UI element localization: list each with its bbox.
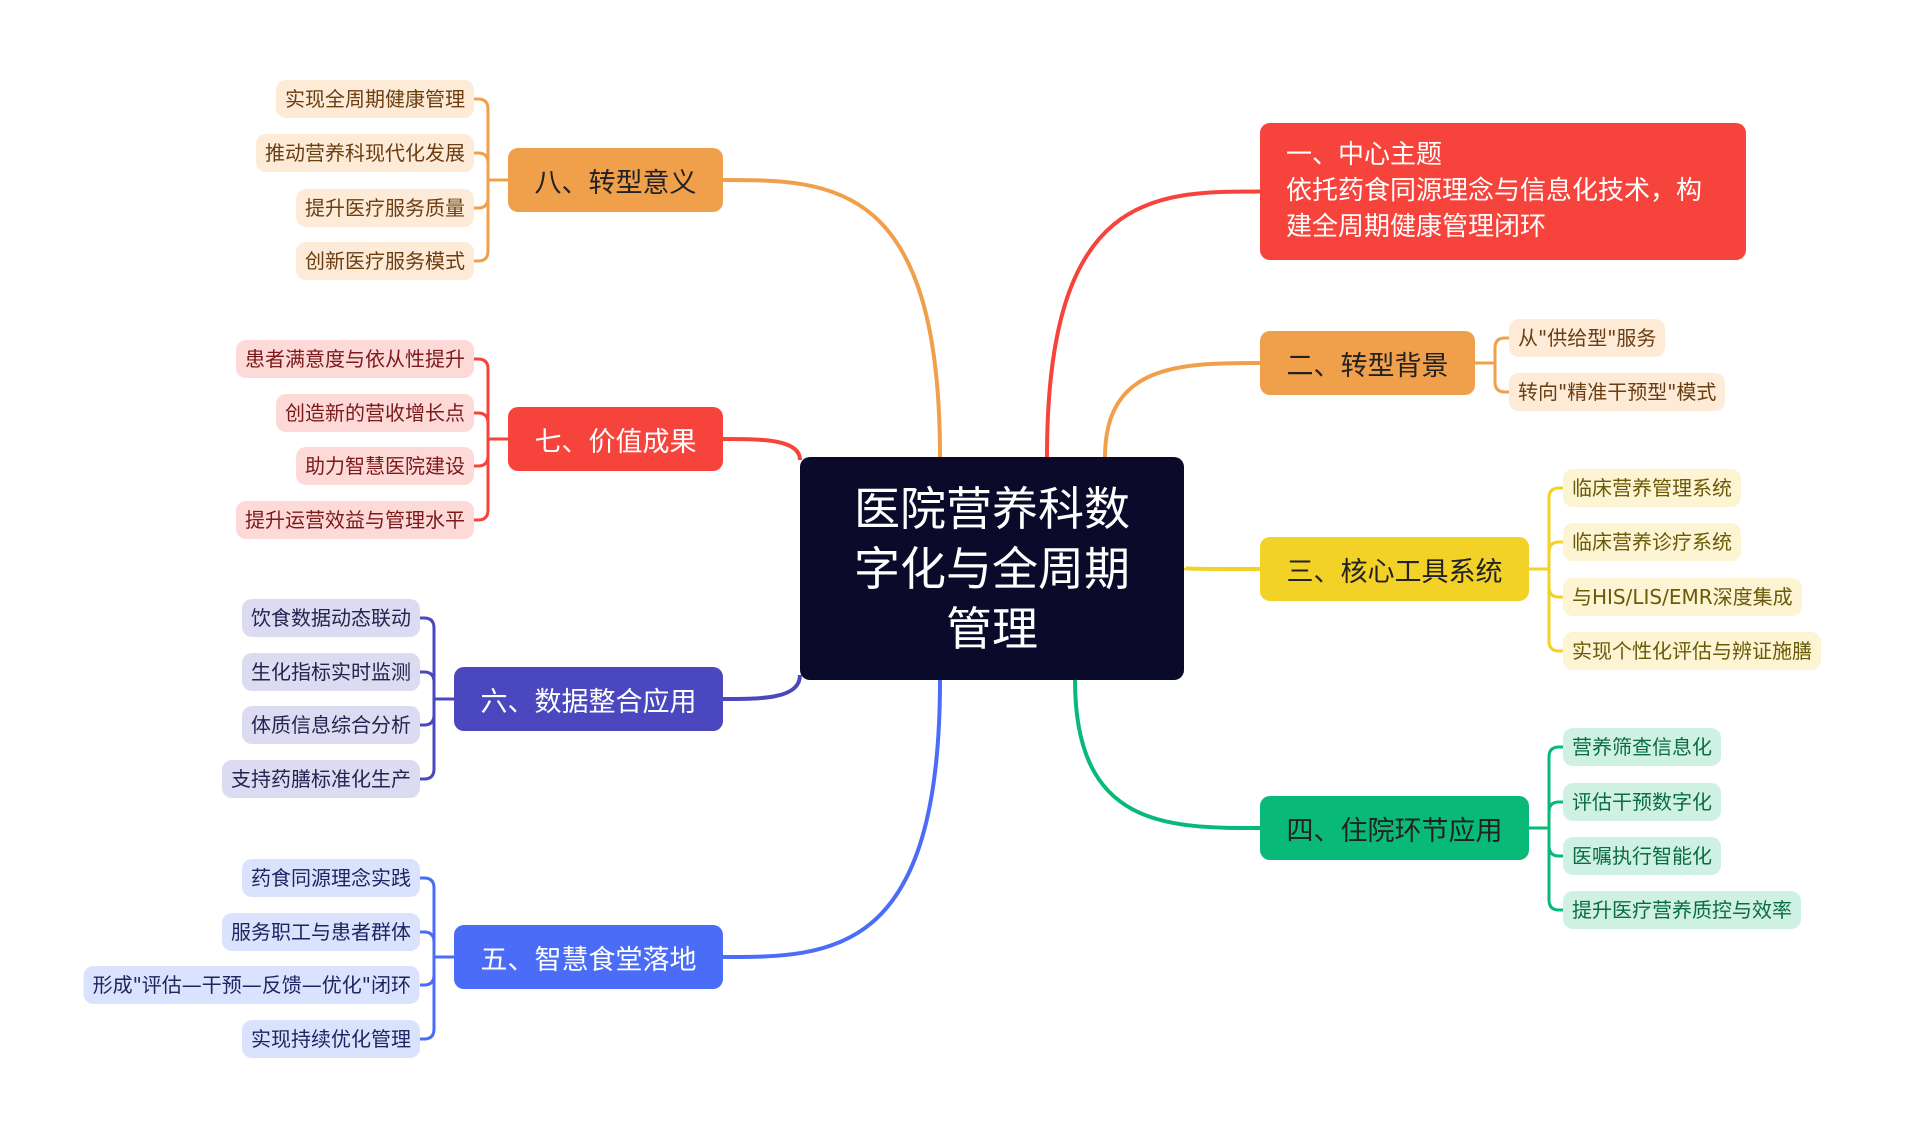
child-connector: [420, 957, 436, 987]
child-topic[interactable]: 与HIS/LIS/EMR深度集成: [1563, 578, 1802, 616]
branch-b2[interactable]: 二、转型背景: [1260, 331, 1475, 395]
branch-title: 三、核心工具系统: [1286, 556, 1503, 588]
child-connector: [420, 876, 436, 957]
child-connector: [474, 97, 490, 180]
child-topic[interactable]: 评估干预数字化: [1563, 783, 1721, 821]
child-connector: [420, 699, 436, 727]
branch-b1[interactable]: 一、中心主题依托药食同源理念与信息化技术，构建全周期健康管理闭环: [1260, 123, 1746, 260]
child-topic[interactable]: 实现持续优化管理: [242, 1020, 420, 1058]
child-topic[interactable]: 提升医疗服务质量: [296, 189, 474, 227]
child-connector: [474, 180, 490, 263]
child-connector: [1547, 486, 1563, 569]
child-connector: [1547, 745, 1563, 828]
branch-title: 一、中心主题: [1286, 140, 1443, 170]
child-topic[interactable]: 实现全周期健康管理: [276, 80, 474, 118]
branch-b3[interactable]: 三、核心工具系统: [1260, 537, 1529, 601]
child-connector: [1547, 800, 1563, 828]
child-topic[interactable]: 体质信息综合分析: [242, 706, 420, 744]
branch-connector: [722, 679, 942, 959]
branch-connector: [1045, 189, 1261, 458]
child-connector: [420, 930, 436, 957]
branch-title: 四、住院环节应用: [1286, 815, 1503, 847]
child-topic[interactable]: 药食同源理念实践: [242, 859, 420, 897]
branch-title: 二、转型背景: [1286, 350, 1449, 382]
child-topic[interactable]: 饮食数据动态联动: [242, 599, 420, 637]
branch-b4[interactable]: 四、住院环节应用: [1260, 796, 1529, 860]
branch-b7[interactable]: 七、价值成果: [508, 407, 723, 471]
child-topic[interactable]: 从"供给型"服务: [1509, 319, 1666, 357]
child-topic[interactable]: 支持药膳标准化生产: [222, 760, 420, 798]
child-connector: [420, 670, 436, 699]
branch-connector: [722, 178, 942, 458]
child-connector: [1547, 828, 1563, 858]
child-topic[interactable]: 提升运营效益与管理水平: [236, 501, 474, 539]
child-connector: [1547, 569, 1563, 599]
branch-connector: [1073, 679, 1261, 830]
child-topic[interactable]: 创新医疗服务模式: [296, 242, 474, 280]
child-topic[interactable]: 转向"精准干预型"模式: [1509, 373, 1726, 411]
branch-connector: [722, 674, 802, 701]
child-topic[interactable]: 临床营养管理系统: [1563, 469, 1741, 507]
child-topic[interactable]: 患者满意度与依从性提升: [236, 340, 474, 378]
branch-b6[interactable]: 六、数据整合应用: [454, 667, 723, 731]
child-topic[interactable]: 创造新的营收增长点: [276, 394, 474, 432]
child-topic[interactable]: 临床营养诊疗系统: [1563, 523, 1741, 561]
branch-b8[interactable]: 八、转型意义: [508, 148, 723, 212]
branch-title: 六、数据整合应用: [480, 686, 697, 718]
child-topic[interactable]: 生化指标实时监测: [242, 653, 420, 691]
child-topic[interactable]: 助力智慧医院建设: [296, 447, 474, 485]
branch-connector: [1103, 361, 1261, 458]
child-connector: [1493, 336, 1509, 363]
child-topic[interactable]: 提升医疗营养质控与效率: [1563, 891, 1801, 929]
branch-title: 五、智慧食堂落地: [480, 944, 697, 976]
child-topic[interactable]: 推动营养科现代化发展: [256, 134, 474, 172]
child-topic[interactable]: 医嘱执行智能化: [1563, 837, 1721, 875]
child-connector: [420, 616, 436, 699]
branch-subtitle: 依托药食同源理念与信息化技术，构建全周期健康管理闭环: [1286, 176, 1703, 242]
child-connector: [1547, 569, 1563, 653]
branch-title: 八、转型意义: [534, 167, 697, 199]
child-connector: [420, 699, 436, 781]
branch-connector: [722, 437, 802, 461]
child-connector: [474, 439, 490, 522]
child-connector: [1547, 540, 1563, 569]
child-topic[interactable]: 营养筛查信息化: [1563, 728, 1721, 766]
child-topic[interactable]: 实现个性化评估与辨证施膳: [1563, 632, 1821, 670]
child-connector: [474, 180, 490, 210]
child-connector: [474, 357, 490, 439]
central-topic[interactable]: 医院营养科数字化与全周期管理: [800, 457, 1184, 680]
child-topic[interactable]: 服务职工与患者群体: [222, 913, 420, 951]
child-connector: [1547, 828, 1563, 912]
branch-b5[interactable]: 五、智慧食堂落地: [454, 925, 723, 989]
child-connector: [474, 151, 490, 180]
child-topic[interactable]: 形成"评估—干预—反馈—优化"闭环: [83, 966, 420, 1004]
central-topic-label: 医院营养科数字化与全周期管理: [854, 481, 1130, 656]
child-connector: [1493, 363, 1509, 394]
child-connector: [474, 439, 490, 468]
child-connector: [420, 957, 436, 1041]
branch-title: 七、价值成果: [534, 426, 697, 458]
child-connector: [474, 411, 490, 439]
branch-connector: [1182, 566, 1261, 571]
